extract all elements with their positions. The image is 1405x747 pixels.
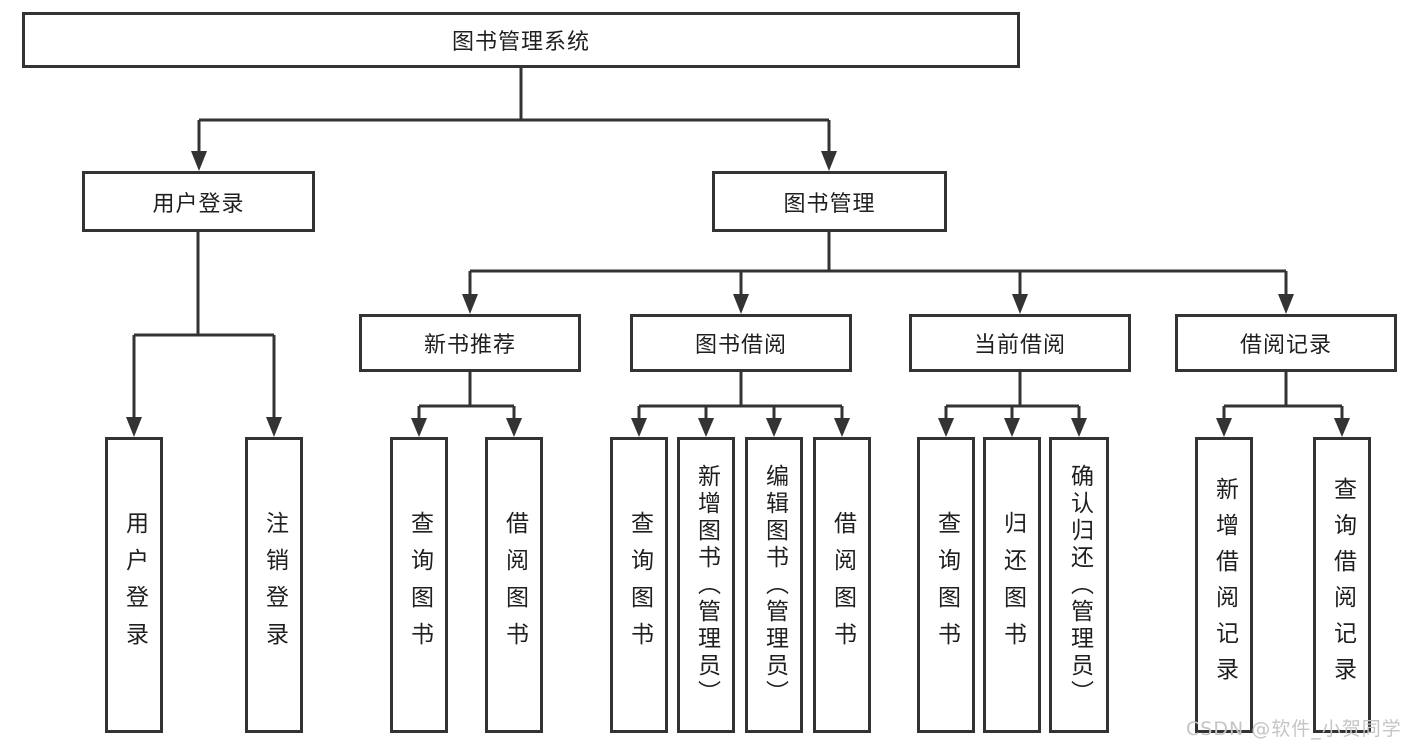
leaf-query-books-recommend-label: 查询图书 [406, 511, 433, 659]
leaf-edit-book-admin-label: 编辑图书（管理员） [761, 463, 788, 707]
arrowheads-current-borrow [938, 418, 1087, 437]
leaf-add-borrow-record: 新增借阅记录 [1195, 437, 1253, 733]
leaf-query-borrow-record-label: 查询借阅记录 [1329, 477, 1356, 693]
leaf-query-books-borrow-label: 查询图书 [626, 511, 653, 659]
connector-book-management-to-level3 [468, 232, 1288, 296]
leaf-return-book-label: 归还图书 [999, 511, 1026, 659]
node-book-borrow-label: 图书借阅 [694, 333, 787, 358]
leaf-borrow-books-recommend-label: 借阅图书 [501, 511, 528, 659]
node-book-borrow: 图书借阅 [630, 314, 852, 372]
leaf-query-books-current-label: 查询图书 [933, 511, 960, 659]
arrowheads-user-login-leaves [126, 417, 282, 437]
leaf-user-login-label: 用户登录 [121, 511, 148, 659]
leaf-logout: 注销登录 [245, 437, 303, 733]
leaf-logout-label: 注销登录 [261, 511, 288, 659]
leaf-add-book-admin: 新增图书（管理员） [677, 437, 735, 733]
arrowheads-borrow-records [1216, 418, 1350, 437]
leaf-query-borrow-record: 查询借阅记录 [1313, 437, 1371, 733]
node-current-borrow: 当前借阅 [909, 314, 1131, 372]
leaf-confirm-return-admin: 确认归还（管理员） [1049, 437, 1109, 733]
connector-current-borrow-to-leaves [944, 372, 1081, 419]
connector-book-borrow-to-leaves [637, 372, 844, 419]
node-book-management: 图书管理 [712, 171, 947, 232]
arrowheads-level3 [462, 294, 1294, 314]
node-new-book-recommend: 新书推荐 [359, 314, 581, 372]
leaf-edit-book-admin: 编辑图书（管理员） [745, 437, 803, 733]
node-borrow-records-label: 借阅记录 [1239, 333, 1332, 358]
node-user-login-label: 用户登录 [152, 191, 245, 217]
connector-root-to-level2 [197, 68, 831, 152]
node-current-borrow-label: 当前借阅 [973, 333, 1066, 358]
arrowheads-new-book-recommend [411, 418, 522, 437]
node-book-management-label: 图书管理 [783, 191, 876, 217]
leaf-add-book-admin-label: 新增图书（管理员） [693, 463, 720, 707]
leaf-query-books-borrow: 查询图书 [610, 437, 668, 733]
node-user-login: 用户登录 [82, 171, 315, 232]
leaf-borrow-books-borrow-label: 借阅图书 [829, 511, 856, 659]
leaf-return-book: 归还图书 [983, 437, 1041, 733]
leaf-add-borrow-record-label: 新增借阅记录 [1211, 477, 1238, 693]
leaf-borrow-books-recommend: 借阅图书 [485, 437, 543, 733]
node-new-book-recommend-label: 新书推荐 [423, 333, 516, 358]
leaf-borrow-books-borrow: 借阅图书 [813, 437, 871, 733]
node-system-root: 图书管理系统 [22, 12, 1020, 68]
node-system-root-label: 图书管理系统 [451, 30, 590, 55]
leaf-user-login: 用户登录 [105, 437, 163, 733]
leaf-query-books-recommend: 查询图书 [390, 437, 448, 733]
connector-user-login-to-leaves [132, 232, 276, 418]
leaf-query-books-current: 查询图书 [917, 437, 975, 733]
leaf-confirm-return-admin-label: 确认归还（管理员） [1066, 463, 1093, 707]
csdn-watermark: CSDN @软件_小贺同学 [1186, 718, 1402, 740]
node-borrow-records: 借阅记录 [1175, 314, 1397, 372]
connector-borrow-records-to-leaves [1222, 372, 1344, 419]
arrowheads-root-to-level2 [191, 151, 837, 171]
arrowheads-book-borrow [631, 418, 850, 437]
connector-new-book-recommend-to-leaves [417, 372, 516, 419]
